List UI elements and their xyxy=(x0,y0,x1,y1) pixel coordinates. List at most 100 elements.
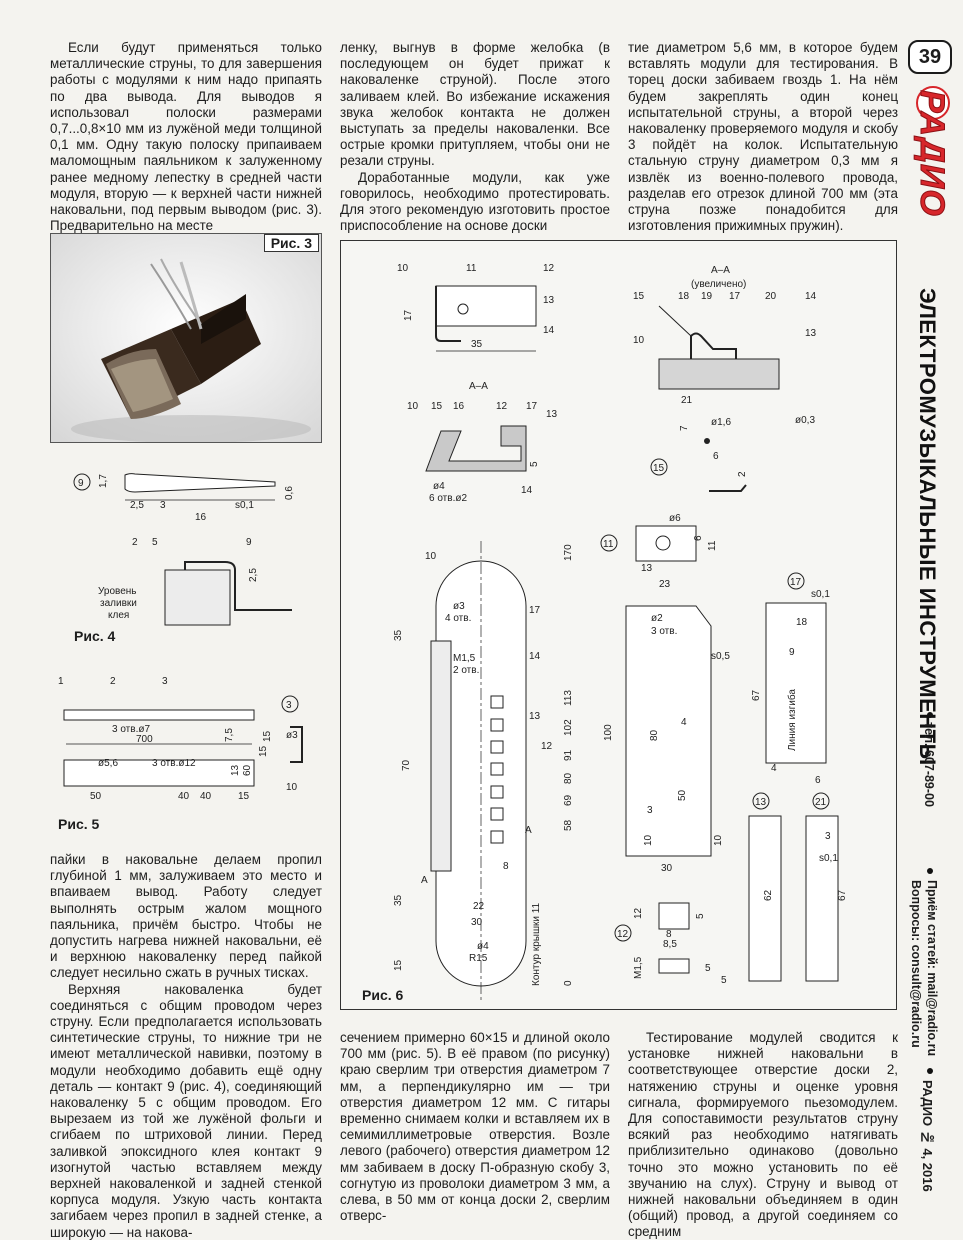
dim: 7,5 xyxy=(224,728,235,742)
dim: 11 xyxy=(466,263,477,274)
dim: 14 xyxy=(543,325,555,336)
izgib-label: Линия изгиба xyxy=(786,689,798,751)
dim: 13 xyxy=(641,563,653,574)
dim: 5 xyxy=(695,913,706,919)
dim: 3 отв.ø12 xyxy=(152,758,196,769)
dim: 10 xyxy=(286,782,298,793)
dim: 3 xyxy=(825,831,831,842)
figure-6-drawing: 10 11 12 13 14 17 35 A–A 10 15 16 12 17 … xyxy=(393,263,848,1001)
dim: 18 xyxy=(796,617,808,628)
dim: 30 xyxy=(471,917,483,928)
figure-3-photo: Рис. 3 xyxy=(50,233,322,443)
dim: 40 xyxy=(178,791,190,802)
dim: 2 xyxy=(132,537,138,548)
dim: 15 xyxy=(258,745,269,757)
dim: 14 xyxy=(805,291,817,302)
dim: ø3 xyxy=(286,730,298,741)
section-title: A–A xyxy=(711,265,730,276)
dim: ø4 xyxy=(433,481,445,492)
dim: 0 xyxy=(563,980,574,986)
dim: ø6 xyxy=(669,513,681,524)
dim: 22 xyxy=(473,901,485,912)
dim: 2,5 xyxy=(130,500,144,511)
dim: 6 xyxy=(693,535,704,541)
contact-emails: Приём статей: mail@radio.ru Вопросы: con… xyxy=(908,880,940,1056)
dim: 11 xyxy=(603,539,614,550)
dim: 9 xyxy=(789,647,795,658)
dim: 62 xyxy=(763,889,774,901)
dim: 700 xyxy=(136,734,153,745)
dim: ø5,6 xyxy=(98,758,118,769)
dim: 4 отв. xyxy=(445,613,471,624)
column-3-top: тие диаметром 5,6 мм, в которое будем вс… xyxy=(628,40,898,234)
level-label: заливки xyxy=(100,598,137,609)
dim: R15 xyxy=(469,953,488,964)
paragraph: Если будут применяться только металличес… xyxy=(50,40,322,234)
dim: 12 xyxy=(633,907,644,919)
dim: 10 xyxy=(633,335,645,346)
magazine-logo: РАДИО xyxy=(913,90,952,218)
dim: 9 xyxy=(246,537,252,548)
dim: 19 xyxy=(701,291,713,302)
dim: 13 xyxy=(230,764,241,776)
label: 3 xyxy=(286,700,292,711)
separator-dot xyxy=(927,712,933,718)
dim: ø0,3 xyxy=(795,415,815,426)
figure-label: Рис. 5 xyxy=(58,816,100,832)
dim: 30 xyxy=(661,863,673,874)
contact-rows xyxy=(490,695,504,844)
dim: 16 xyxy=(195,512,207,523)
dim: 80 xyxy=(563,772,574,784)
dim: ø3 xyxy=(453,601,465,612)
contour-label: Контур крышки 11 xyxy=(531,902,542,986)
dim: 10 xyxy=(407,401,419,412)
dim: 18 xyxy=(678,291,690,302)
dim: 69 xyxy=(563,794,574,806)
dim: 5 xyxy=(705,963,711,974)
dim: s0,5 xyxy=(711,651,730,662)
label: 2 xyxy=(110,676,116,687)
paragraph: пайки в наковальне делаем пропил глубино… xyxy=(50,852,322,981)
dim: 80 xyxy=(649,729,660,741)
dim: 21 xyxy=(681,395,693,406)
dim: 60 xyxy=(242,764,253,776)
dim: 2,5 xyxy=(248,568,259,582)
dim: 17 xyxy=(529,605,541,616)
dim: 35 xyxy=(471,339,483,350)
page-number: 39 xyxy=(908,40,952,74)
dim: 10 xyxy=(713,834,724,846)
separator-dot xyxy=(927,868,933,874)
dim: 8,5 xyxy=(663,939,677,950)
dim: 170 xyxy=(563,544,574,561)
dim: ø1,6 xyxy=(711,417,731,428)
dim: 5 xyxy=(721,975,727,986)
dim: 17 xyxy=(526,401,538,412)
column-2-bottom: сечением примерно 60×15 и длиной около 7… xyxy=(340,1030,610,1224)
dim: 21 xyxy=(815,797,827,808)
dim: 14 xyxy=(529,651,541,662)
dim: 3 отв. xyxy=(651,626,677,637)
dim: 3 xyxy=(160,500,166,511)
dim: 20 xyxy=(765,291,777,302)
dim: 3 отв.ø7 xyxy=(112,724,150,735)
dim: 70 xyxy=(401,759,412,771)
dim: 100 xyxy=(603,724,614,741)
dim: 23 xyxy=(659,579,671,590)
dim: 12 xyxy=(541,741,553,752)
separator-dot xyxy=(927,1068,933,1074)
dim: 11 xyxy=(707,540,718,551)
dim: 15 xyxy=(653,463,665,474)
label: 1 xyxy=(58,676,64,687)
email-articles: Приём статей: mail@radio.ru xyxy=(925,880,939,1057)
phone-number: тел. 607-89-00 xyxy=(922,722,936,807)
figure-5-drawing: 1 2 3 3 отв.ø7 700 7,5 15 ø5,6 3 отв.ø12… xyxy=(58,676,303,802)
level-label: клея xyxy=(108,610,129,621)
dim: 3 xyxy=(647,805,653,816)
dim: 14 xyxy=(521,485,533,496)
figure-label: Рис. 3 xyxy=(263,234,319,252)
column-3-bottom: Тестирование модулей сводится к установк… xyxy=(628,1030,898,1240)
dim: 35 xyxy=(393,629,404,641)
logo-emblem-icon xyxy=(916,86,950,120)
dim: 113 xyxy=(563,690,574,706)
dim: 40 xyxy=(200,791,212,802)
